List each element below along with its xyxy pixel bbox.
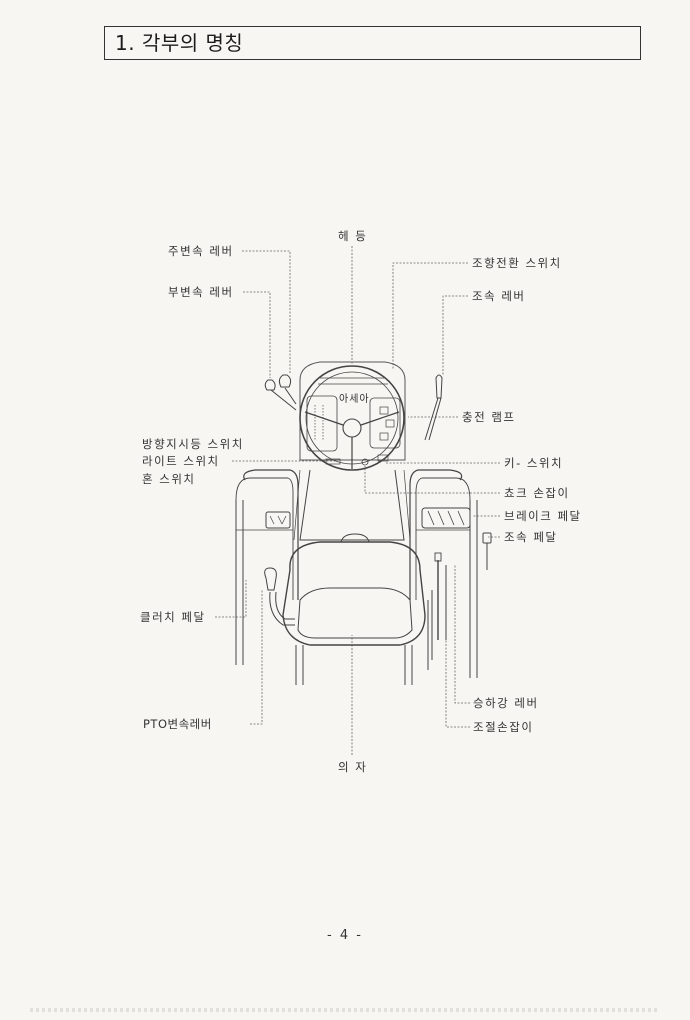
label-choke-knob: 쵸크 손잡이 bbox=[504, 486, 570, 500]
label-throttle-lever: 조속 레버 bbox=[472, 289, 526, 303]
label-throttle-pedal: 조속 페달 bbox=[504, 530, 558, 544]
label-brake-pedal: 브레이크 페달 bbox=[504, 509, 582, 523]
label-key-switch: 키- 스위치 bbox=[504, 456, 564, 470]
label-main-shift-lever: 주변속 레버 bbox=[168, 244, 234, 258]
label-sub-shift-lever: 부변속 레버 bbox=[168, 285, 234, 299]
label-clutch-pedal: 클러치 페달 bbox=[140, 610, 206, 624]
label-horn-switch: 혼 스위치 bbox=[142, 472, 196, 486]
label-adjust-knob: 조절손잡이 bbox=[473, 720, 534, 734]
label-light-switch: 라이트 스위치 bbox=[142, 454, 220, 468]
label-pto-shift-lever: PTO변속레버 bbox=[143, 717, 212, 731]
steering-wheel-brand: 아세아 bbox=[339, 393, 370, 405]
page-number: - 4 - bbox=[327, 928, 363, 943]
label-charge-lamp: 충전 램프 bbox=[462, 410, 516, 424]
scan-artifact bbox=[30, 1008, 660, 1012]
label-lift-lever: 승하강 레버 bbox=[473, 696, 539, 710]
leader-lines bbox=[215, 246, 500, 755]
label-seat: 의 자 bbox=[338, 760, 368, 774]
label-headlight: 헤 등 bbox=[338, 229, 368, 243]
label-turn-signal-switch: 방향지시등 스위치 bbox=[142, 437, 244, 451]
label-direction-switch: 조향전환 스위치 bbox=[472, 256, 562, 270]
section-title: 1. 각부의 명칭 bbox=[104, 26, 641, 60]
